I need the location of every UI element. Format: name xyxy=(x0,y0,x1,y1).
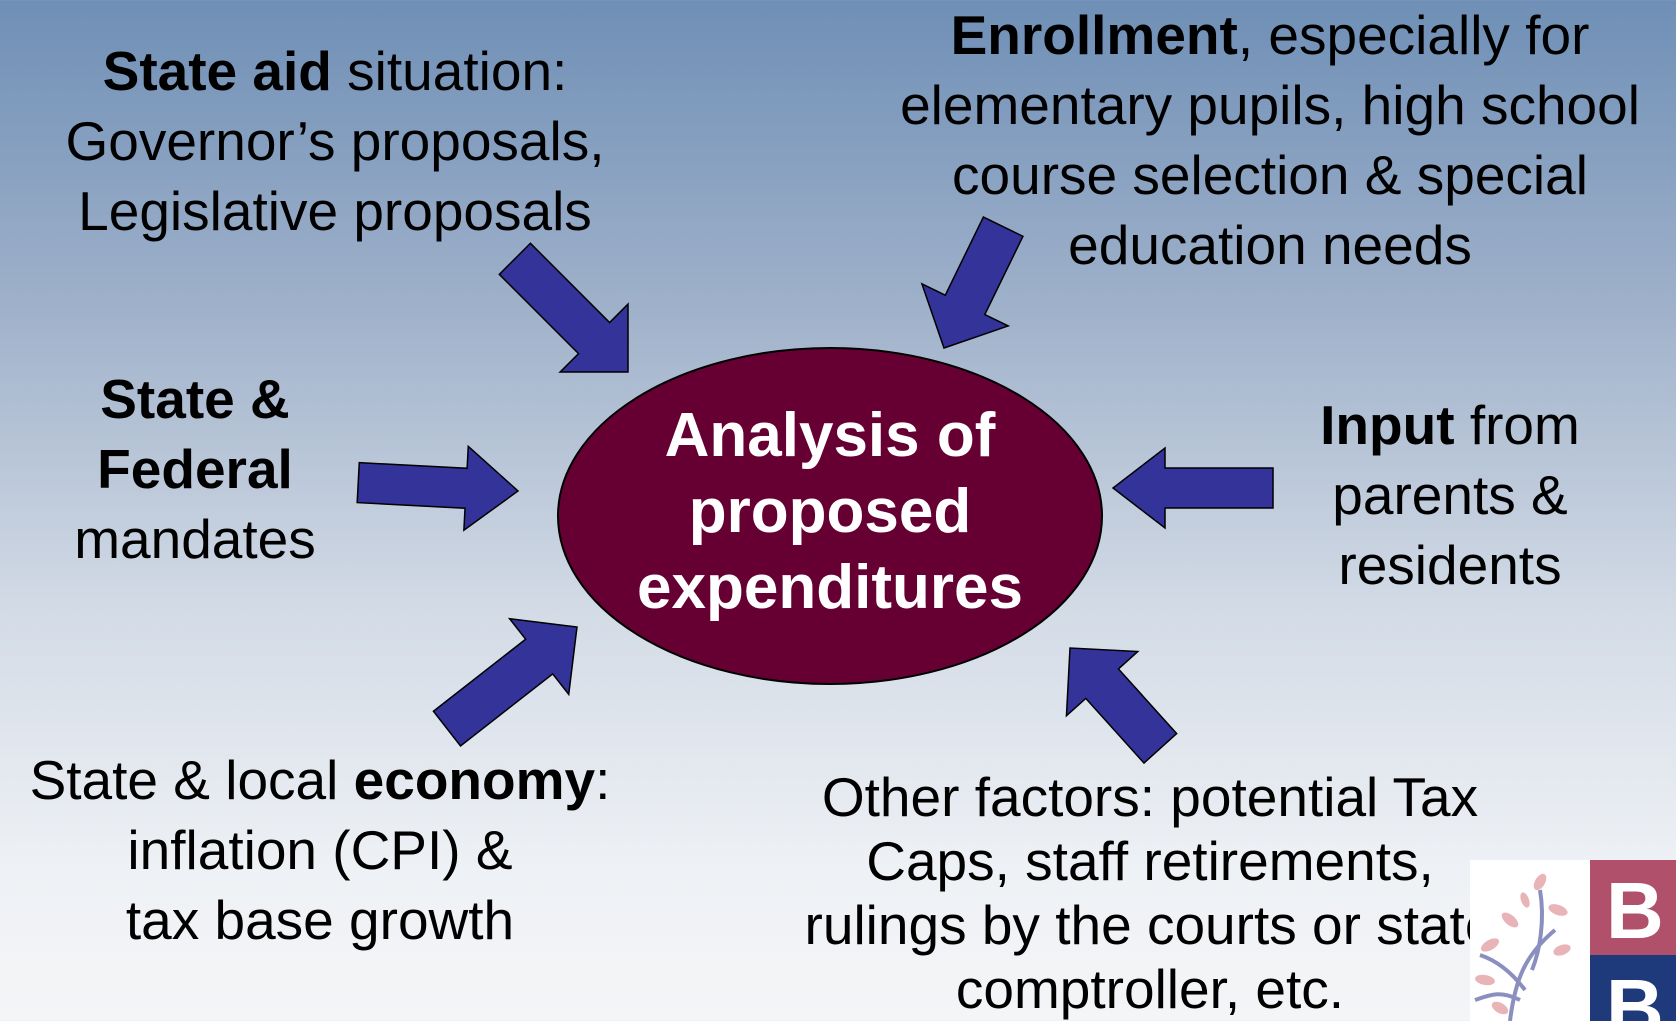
arrow-other xyxy=(1065,647,1178,765)
enrollment-line1: Enrollment, especially for xyxy=(860,0,1676,70)
district-logo: B B xyxy=(1470,860,1676,1021)
logo-letter-top: B xyxy=(1606,866,1664,955)
mandates-bold-2: Federal xyxy=(97,438,293,500)
state-aid-line2: Governor’s proposals, xyxy=(65,110,605,172)
economy-bold: economy xyxy=(353,749,596,811)
input-line3: residents xyxy=(1338,534,1562,596)
input-line1-rest: from xyxy=(1454,394,1580,456)
mandates-line2: Federal xyxy=(40,434,350,504)
economy-line1-pre: State & local xyxy=(29,749,354,811)
economy-line1-post: : xyxy=(595,749,611,811)
center-label-line1: Analysis of xyxy=(664,401,996,470)
enrollment-line1-rest: , especially for xyxy=(1237,4,1590,66)
input-bold: Input xyxy=(1320,394,1455,456)
other-line2: Caps, staff retirements, xyxy=(866,830,1434,892)
logo-letter-bottom: B xyxy=(1606,963,1664,1021)
center-label-line3: expenditures xyxy=(637,553,1023,622)
enrollment-bold: Enrollment xyxy=(950,4,1238,66)
arrow-input xyxy=(1111,446,1274,530)
factor-state-aid: State aid situation: Governor’s proposal… xyxy=(30,36,640,246)
arrow-mandates xyxy=(356,444,520,532)
state-aid-line1-rest: situation: xyxy=(331,40,568,102)
factor-other: Other factors: potential Tax Caps, staff… xyxy=(720,765,1580,1021)
enrollment-line2: elementary pupils, high school xyxy=(900,74,1640,136)
economy-line1: State & local economy: xyxy=(0,745,640,815)
economy-line3: tax base growth xyxy=(125,889,515,951)
other-line4: comptroller, etc. xyxy=(955,958,1345,1020)
center-label: Analysis of proposed expenditures xyxy=(570,398,1090,626)
mandates-line1: State & xyxy=(40,364,350,434)
state-aid-bold: State aid xyxy=(102,40,332,102)
state-aid-line1: State aid situation: xyxy=(30,36,640,106)
enrollment-line3: course selection & special xyxy=(952,144,1588,206)
arrow-state-aid xyxy=(498,242,629,373)
logo-graphic: B B xyxy=(1470,860,1676,1021)
other-line1: Other factors: potential Tax xyxy=(821,766,1479,828)
state-aid-line3: Legislative proposals xyxy=(78,180,592,242)
factor-economy: State & local economy: inflation (CPI) &… xyxy=(0,745,640,955)
input-line1: Input from xyxy=(1280,390,1620,460)
factor-mandates: State & Federal mandates xyxy=(40,364,350,574)
input-line2: parents & xyxy=(1332,464,1568,526)
arrow-enrollment xyxy=(920,216,1024,349)
economy-line2: inflation (CPI) & xyxy=(127,819,513,881)
enrollment-line4: education needs xyxy=(1068,214,1472,276)
factor-enrollment: Enrollment, especially for elementary pu… xyxy=(860,0,1676,280)
center-label-line2: proposed xyxy=(688,477,972,546)
mandates-line3: mandates xyxy=(74,508,316,570)
factor-input: Input from parents & residents xyxy=(1280,390,1620,600)
center-ellipse xyxy=(557,347,1103,685)
other-line3: rulings by the courts or state xyxy=(804,894,1496,956)
mandates-bold-1: State & xyxy=(100,368,290,430)
arrow-economy xyxy=(432,617,578,747)
